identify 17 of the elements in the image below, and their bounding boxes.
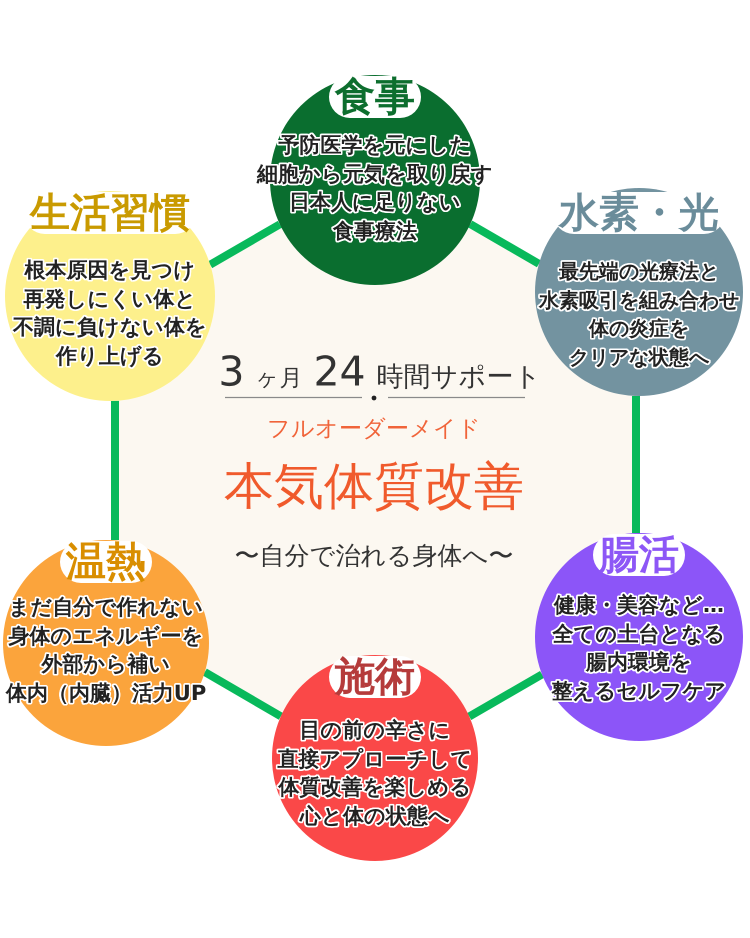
circle-heading: 施術 xyxy=(329,656,421,698)
connector-line xyxy=(111,400,119,540)
main-title: 本気体質改善 xyxy=(224,456,524,516)
circle-heading: 温熱 xyxy=(60,541,152,583)
circle-heading: 食事 xyxy=(329,76,421,118)
tagline: 〜自分で治れる身体へ〜 xyxy=(234,540,514,571)
circle-text: 最先端の光療法と水素吸引を組み合わせ体の炎症をクリアな状態へ xyxy=(539,258,739,370)
connector-line xyxy=(208,220,282,268)
circle-text: 根本原因を見つけ再発しにくい体と不調に負けない体を作り上げる xyxy=(13,257,207,370)
connector-line xyxy=(467,670,544,720)
subheading: フルオーダーメイド xyxy=(267,416,481,444)
circle-text: 目の前の辛さに直接アプローチして体質改善を楽しめる心と体の状態へ xyxy=(278,717,472,830)
connector-line xyxy=(202,668,283,720)
circle-heading: 腸活 xyxy=(593,534,685,576)
circle-text: 健康・美容など…全ての土台となる腸内環境を整えるセルフケア xyxy=(552,592,726,704)
connector-line xyxy=(468,220,541,268)
connector-line xyxy=(632,396,640,533)
